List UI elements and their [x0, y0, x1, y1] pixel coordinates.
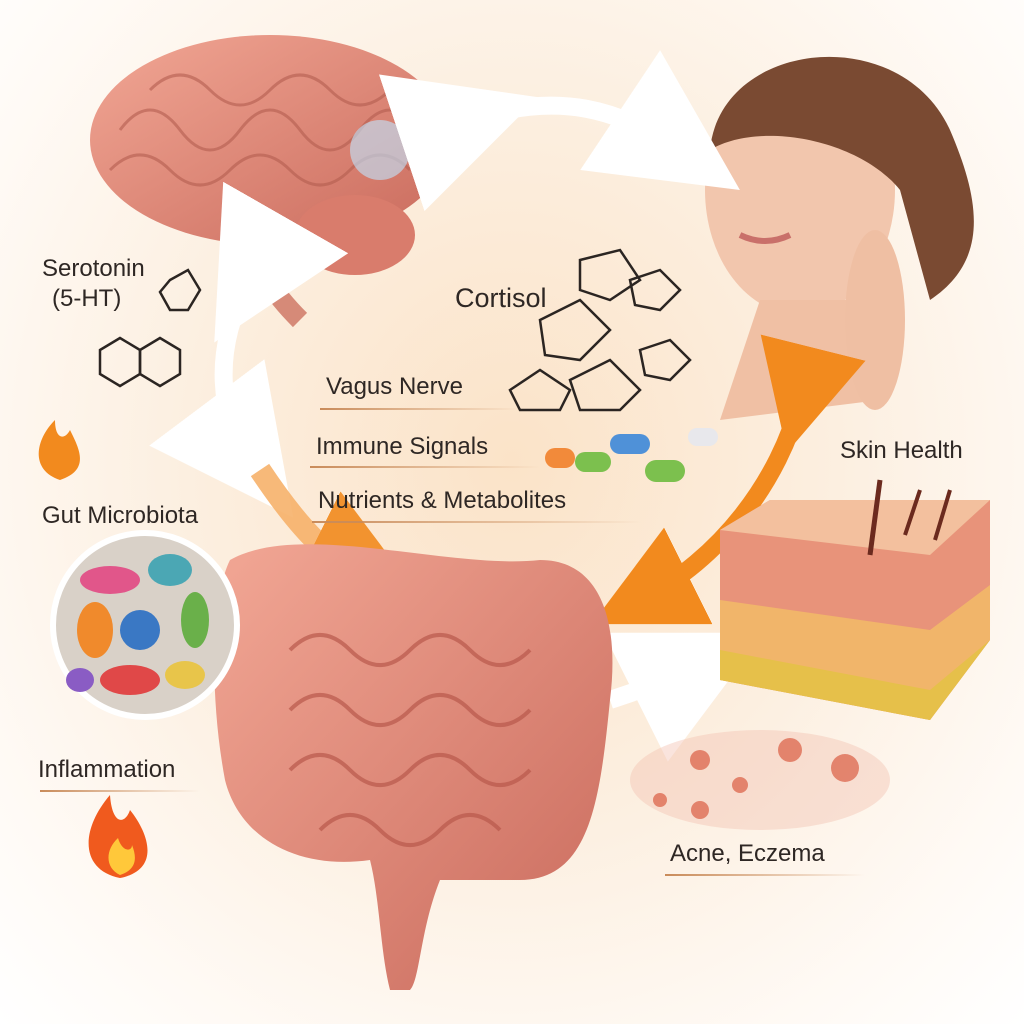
- intestine-illustration: [214, 544, 613, 990]
- acne-patch: [630, 730, 890, 830]
- label-nutrients-metabolites: Nutrients & Metabolites: [318, 487, 567, 514]
- label-cortisol: Cortisol: [455, 283, 547, 313]
- skin-layer-illustration: [720, 479, 990, 720]
- label-inflammation: Inflammation: [38, 756, 176, 783]
- label-immune-signals: Immune Signals: [316, 433, 489, 460]
- label-vagus-nerve: Vagus Nerve: [326, 373, 463, 400]
- label-skin-health: Skin Health: [840, 437, 963, 464]
- flame-icon: [38, 420, 148, 878]
- microbiota-magnifier: [50, 530, 240, 720]
- label-gut-microbiota: Gut Microbiota: [42, 502, 199, 529]
- label-acne-eczema: Acne, Eczema: [670, 840, 825, 867]
- molecule-diagram: [98, 248, 692, 412]
- label-serotonin: Serotonin: [42, 255, 145, 282]
- label-serotonin-abbr: (5-HT): [52, 285, 122, 312]
- capsule-icon: [545, 428, 718, 482]
- bidirectional-arrow: [149, 50, 866, 762]
